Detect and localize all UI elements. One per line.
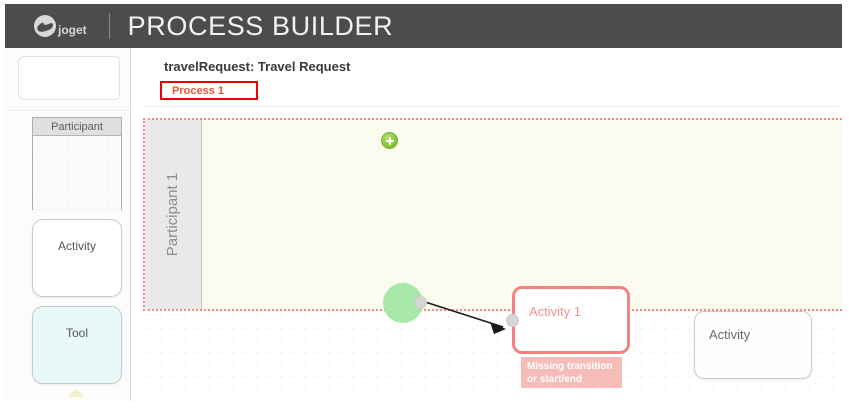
process-document-title: travelRequest: Travel Request [164, 59, 351, 74]
palette-sidebar: Participant Activity Tool [5, 48, 131, 401]
joget-circle-logo-icon [34, 15, 56, 37]
status-badge-missing-transition: Missing transition or start/end [521, 357, 622, 388]
plus-circle-icon[interactable] [381, 132, 398, 149]
work-area: Participant Activity Tool travelRequest:… [5, 48, 842, 401]
error-badge-line-1: Missing transition [527, 361, 613, 372]
palette-item-activity[interactable]: Activity [32, 219, 122, 297]
palette-activity-label: Activity [57, 239, 96, 253]
process-canvas[interactable]: Participant 1 Activity 1 Missing tr [143, 106, 842, 401]
lane-header-participant-1[interactable]: Participant 1 [145, 120, 202, 309]
connector-handle-start[interactable] [414, 296, 427, 309]
palette-tool-label: Tool [65, 326, 88, 340]
tab-process-1[interactable]: Process 1 [160, 81, 258, 100]
main-panel: travelRequest: Travel Request Process 1 … [132, 48, 842, 401]
ghost-activity-label: Activity [709, 327, 751, 342]
palette-divider [5, 110, 131, 111]
palette-blank-slot[interactable] [18, 56, 120, 100]
header-divider [108, 13, 110, 39]
swimlane-pool[interactable]: Participant 1 [143, 118, 842, 311]
brand-name: joget [58, 23, 87, 37]
connector-handle-activity-1[interactable] [506, 314, 519, 327]
activity-1-label: Activity 1 [529, 304, 582, 319]
palette-participant-body [33, 136, 121, 210]
error-badge-line-2: or start/end [527, 374, 583, 385]
palette-item-participant[interactable]: Participant [32, 117, 122, 210]
page-title: PROCESS BUILDER [127, 10, 394, 41]
chevron-up-icon[interactable] [67, 389, 85, 397]
tab-process-1-label: Process 1 [172, 84, 224, 97]
palette-participant-label: Participant [33, 118, 121, 136]
activity-node-activity-1[interactable]: Activity 1 [512, 286, 630, 354]
brand-logo[interactable]: joget [34, 15, 87, 37]
lane-label-text: Participant 1 [164, 172, 182, 257]
app-header: joget PROCESS BUILDER [5, 4, 842, 48]
activity-node-ghost[interactable]: Activity [694, 311, 812, 379]
palette-item-tool[interactable]: Tool [32, 306, 122, 384]
